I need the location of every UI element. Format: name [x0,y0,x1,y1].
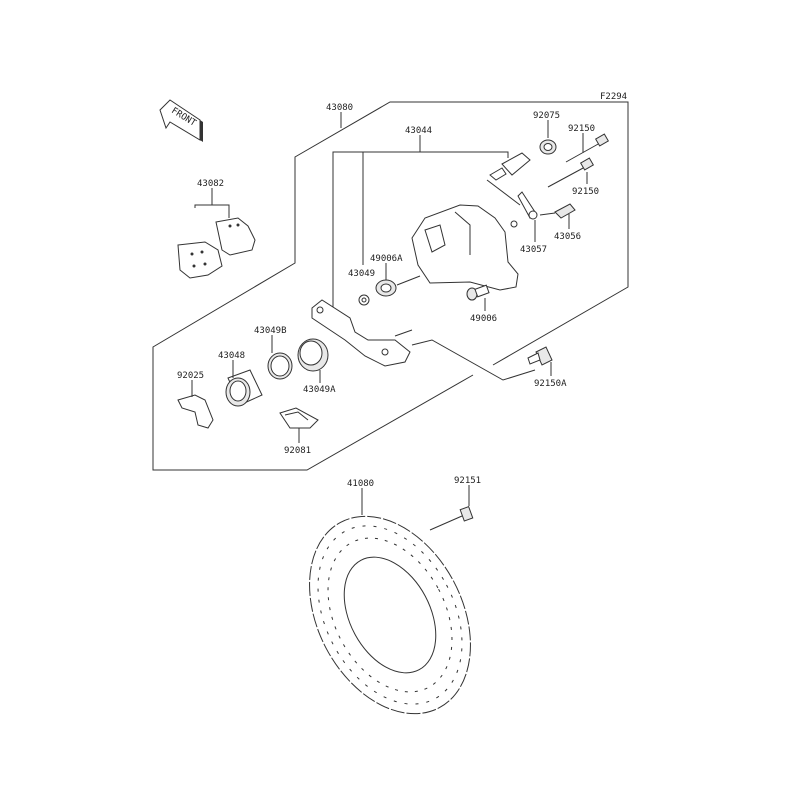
label-43048[interactable]: 43048 [218,351,245,361]
seal-49006A [375,279,397,297]
label-43049A[interactable]: 43049A [303,385,336,395]
washer-43049 [358,294,370,306]
seal-49006 [466,284,490,301]
assembly-outline [152,101,629,471]
spring-92025 [177,394,214,429]
label-43082[interactable]: 43082 [197,179,224,189]
label-92150-upper[interactable]: 92150 [568,124,595,134]
front-arrow-icon: FRONT [159,99,203,142]
label-92151[interactable]: 92151 [454,476,481,486]
pin-92150-lower [547,157,595,188]
pin-92150-upper [565,133,610,163]
disc-bolt-92151 [429,506,474,531]
figure-code: F2294 [600,92,627,102]
cap-43057 [510,191,538,228]
leader-seal-axis [396,275,421,286]
leader-92150A [411,339,536,381]
label-49006[interactable]: 49006 [470,314,497,324]
label-41080[interactable]: 41080 [347,479,374,489]
label-92025[interactable]: 92025 [177,371,204,381]
label-43057[interactable]: 43057 [520,245,547,255]
label-92150-lower[interactable]: 92150 [572,187,599,197]
label-92081[interactable]: 92081 [284,446,311,456]
piston-43048 [225,369,263,407]
label-92075[interactable]: 92075 [533,111,560,121]
caliper-body [411,204,519,291]
label-43049B[interactable]: 43049B [254,326,287,336]
label-43044[interactable]: 43044 [405,126,432,136]
boot-92075 [539,139,557,155]
label-43049[interactable]: 43049 [348,269,375,279]
brake-disc-41080 [309,515,471,715]
brake-pads [177,217,256,279]
slide-pin-boot [489,152,531,181]
bleed-valve-43056 [539,203,576,219]
dust-seal-43049A [297,338,329,372]
piston-seal-43049B [267,352,293,380]
label-43080[interactable]: 43080 [326,103,353,113]
bracket-43082 [194,204,230,218]
plate-92081 [279,407,319,429]
leader-43044-pin [486,179,521,206]
pin-92150A [527,346,553,366]
label-43056[interactable]: 43056 [554,232,581,242]
label-92150A[interactable]: 92150A [534,379,567,389]
label-49006A[interactable]: 49006A [370,254,403,264]
caliper-bracket [311,299,413,367]
